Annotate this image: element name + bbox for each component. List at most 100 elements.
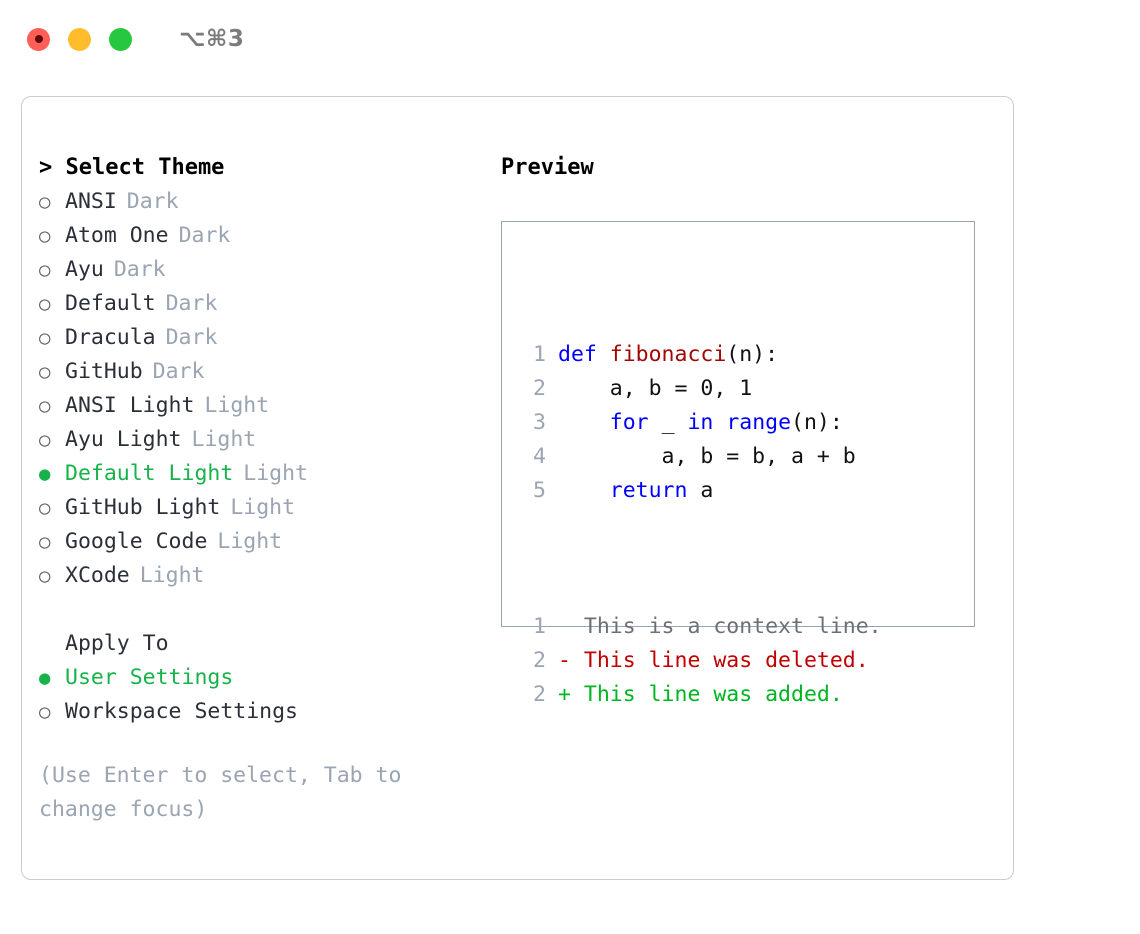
diff-text: This is a context line.: [570, 614, 882, 639]
code-text: a, b = 0, 1: [558, 372, 752, 406]
code-line: 5 return a: [516, 474, 882, 508]
code-token: (n):: [791, 410, 843, 435]
code-token: return: [609, 478, 688, 503]
code-token: a: [687, 478, 714, 503]
theme-variant-tag: Dark: [178, 223, 231, 248]
radio-selected-icon[interactable]: ●: [39, 667, 51, 689]
radio-unselected-icon[interactable]: ○: [39, 327, 51, 349]
line-number: 5: [533, 478, 546, 503]
apply-to-option-label: User Settings: [65, 665, 234, 690]
diff-block: 1 This is a context line.2- This line wa…: [516, 610, 882, 712]
theme-row[interactable]: ○ Atom One Dark: [39, 219, 479, 253]
theme-variant-tag: Light: [243, 461, 309, 486]
radio-unselected-icon[interactable]: ○: [39, 225, 51, 247]
theme-variant-tag: Dark: [165, 325, 218, 350]
radio-unselected-icon[interactable]: ○: [39, 429, 51, 451]
theme-name: Atom One: [65, 223, 169, 248]
radio-unselected-icon[interactable]: ○: [39, 191, 51, 213]
theme-row[interactable]: ○ GitHub Dark: [39, 355, 479, 389]
theme-row[interactable]: ● Default Light Light: [39, 457, 479, 491]
theme-row[interactable]: ○ Dracula Dark: [39, 321, 479, 355]
diff-line: 2- This line was deleted.: [516, 644, 882, 678]
diff-marker: [558, 610, 571, 644]
diff-line: 1 This is a context line.: [516, 610, 882, 644]
code-token: def: [558, 342, 610, 367]
diff-marker: +: [558, 682, 571, 707]
radio-unselected-icon[interactable]: ○: [39, 293, 51, 315]
diff-marker: -: [558, 648, 571, 673]
apply-to-row[interactable]: ● User Settings: [39, 661, 479, 695]
radio-unselected-icon[interactable]: ○: [39, 701, 51, 723]
title-bar: ⌥⌘3: [0, 0, 1140, 78]
code-token: a, b = 0, 1: [558, 376, 753, 401]
diff-line: 2+ This line was added.: [516, 678, 882, 712]
theme-row[interactable]: ○ Ayu Dark: [39, 253, 479, 287]
theme-row[interactable]: ○ Default Dark: [39, 287, 479, 321]
apply-to-list[interactable]: ● User Settings ○ Workspace Settings: [39, 661, 479, 729]
keyboard-hint: (Use Enter to select, Tab to change focu…: [39, 763, 402, 822]
radio-unselected-icon[interactable]: ○: [39, 531, 51, 553]
radio-selected-icon[interactable]: ●: [39, 463, 51, 485]
theme-variant-tag: Light: [230, 495, 296, 520]
diff-text: This line was deleted.: [570, 648, 869, 673]
theme-name: Ayu: [65, 257, 104, 282]
theme-name: GitHub Light: [65, 495, 221, 520]
code-token: for: [609, 410, 649, 435]
line-number: 2: [533, 682, 546, 707]
theme-variant-tag: Dark: [113, 257, 166, 282]
theme-name: ANSI: [65, 189, 117, 214]
code-text: for _ in range(n):: [558, 406, 843, 440]
line-number: 4: [533, 444, 546, 469]
code-token: (n):: [726, 342, 779, 367]
radio-unselected-icon[interactable]: ○: [39, 565, 51, 587]
theme-name: Default: [65, 291, 156, 316]
theme-variant-tag: Dark: [152, 359, 205, 384]
code-line: 2 a, b = 0, 1: [516, 372, 882, 406]
theme-variant-tag: Light: [217, 529, 283, 554]
theme-name: Dracula: [65, 325, 156, 350]
preview-title: Preview: [501, 155, 594, 180]
keyboard-shortcut-label: ⌥⌘3: [179, 26, 245, 52]
minimize-button[interactable]: [68, 27, 91, 51]
theme-row[interactable]: ○ GitHub Light Light: [39, 491, 479, 525]
apply-to-label: Apply To: [65, 631, 169, 656]
theme-name: XCode: [65, 563, 130, 588]
code-token: [558, 478, 610, 503]
code-token: fibonacci: [609, 342, 727, 367]
maximize-button[interactable]: [109, 27, 132, 51]
code-line: 4 a, b = b, a + b: [516, 440, 882, 474]
theme-name: Default Light: [65, 461, 234, 486]
line-number: 2: [533, 376, 546, 401]
code-line: 3 for _ in range(n):: [516, 406, 882, 440]
code-text: a, b = b, a + b: [558, 440, 856, 474]
code-token: a, b = b, a + b: [558, 444, 856, 469]
code-token: [558, 410, 610, 435]
section-gap: [39, 593, 479, 627]
radio-unselected-icon[interactable]: ○: [39, 361, 51, 383]
apply-to-row[interactable]: ○ Workspace Settings: [39, 695, 479, 729]
code-token: [713, 410, 726, 435]
theme-variant-tag: Light: [191, 427, 257, 452]
line-number: 2: [533, 648, 546, 673]
code-token: _: [648, 410, 688, 435]
theme-name: GitHub: [65, 359, 143, 384]
theme-variant-tag: Dark: [165, 291, 218, 316]
code-text: def fibonacci(n):: [558, 338, 778, 372]
apply-to-option-label: Workspace Settings: [65, 699, 298, 724]
radio-unselected-icon[interactable]: ○: [39, 497, 51, 519]
radio-unselected-icon[interactable]: ○: [39, 395, 51, 417]
radio-unselected-icon[interactable]: ○: [39, 259, 51, 281]
close-button[interactable]: [27, 27, 50, 51]
